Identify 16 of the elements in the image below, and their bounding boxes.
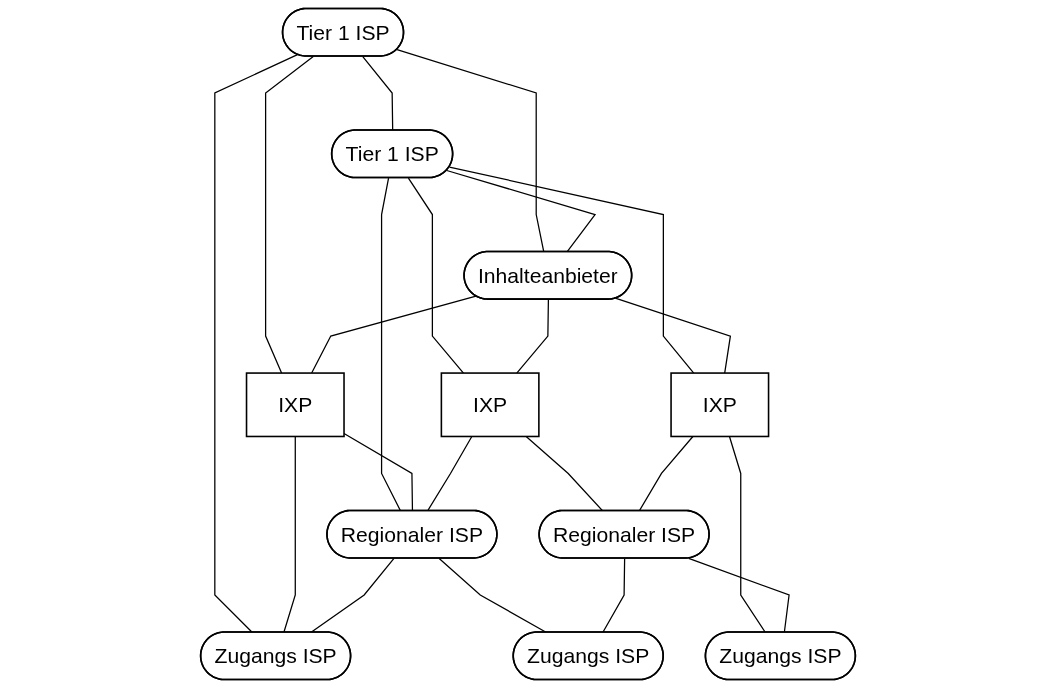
connector bbox=[396, 48, 545, 253]
node-box: IXP bbox=[670, 372, 770, 438]
connector bbox=[380, 177, 402, 512]
connector bbox=[638, 435, 694, 512]
connector bbox=[426, 435, 473, 512]
node-box: IXP bbox=[245, 372, 345, 438]
connector bbox=[525, 435, 604, 512]
connector bbox=[615, 297, 732, 374]
connector bbox=[311, 295, 477, 374]
connector bbox=[265, 55, 314, 374]
node-box: IXP bbox=[440, 372, 540, 438]
connector bbox=[343, 432, 414, 512]
connector bbox=[516, 298, 550, 374]
connector bbox=[446, 169, 597, 253]
connector bbox=[407, 177, 465, 374]
connector bbox=[448, 166, 695, 374]
